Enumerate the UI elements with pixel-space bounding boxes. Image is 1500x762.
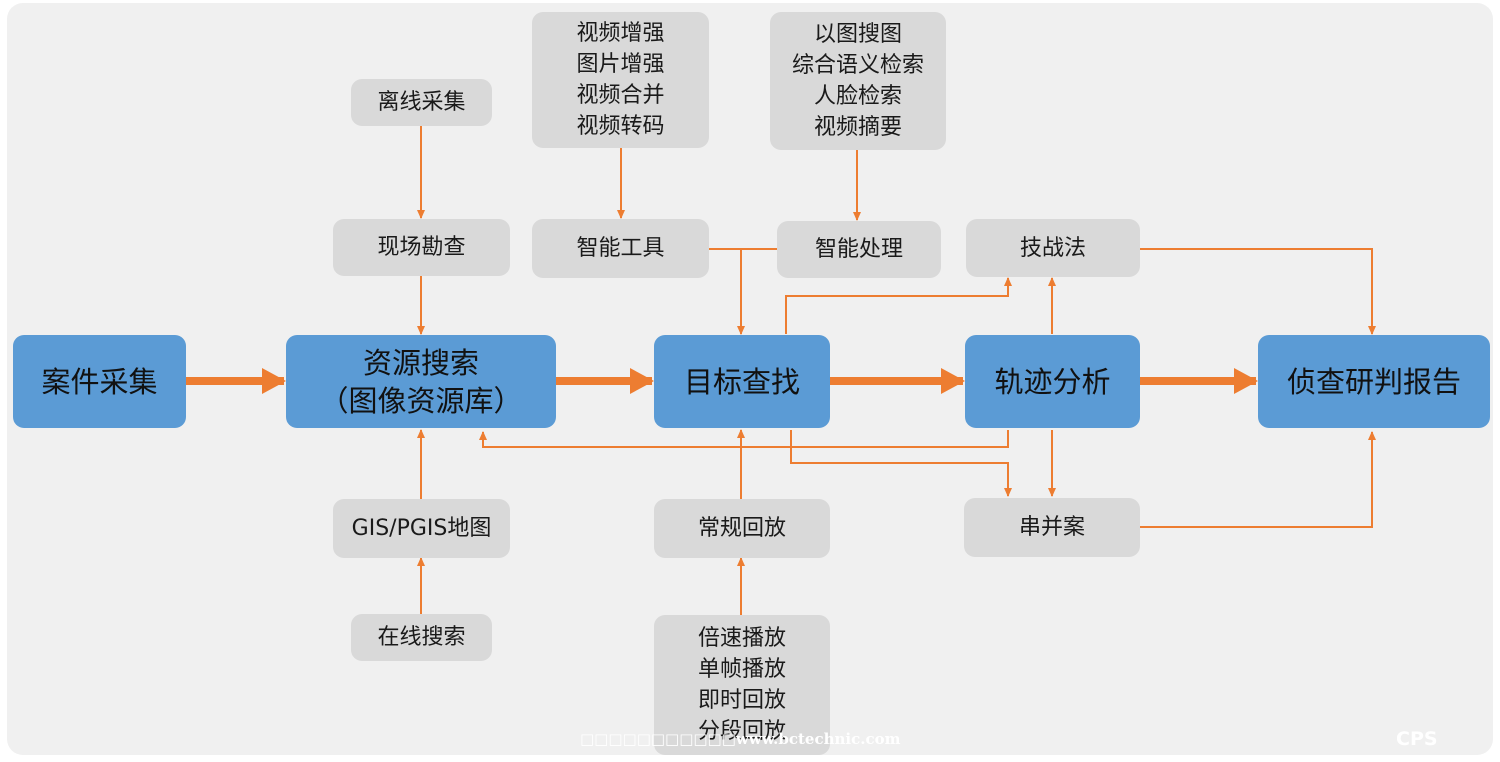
node-target-search-label: 目标查找 — [683, 364, 800, 399]
image-search-item: 人脸检索 — [813, 84, 902, 109]
node-case-collection-label: 案件采集 — [41, 364, 158, 399]
arrow-smarttools-to-target — [709, 248, 745, 335]
playback-mode-item: 分段回放 — [697, 719, 786, 744]
image-search-item: 视频摘要 — [813, 115, 902, 140]
arrow-merge-to-report — [1140, 431, 1376, 528]
video-tools-item: 视频增强 — [576, 21, 665, 46]
node-case-merge-label: 串并案 — [1018, 515, 1085, 540]
node-case-merge: 串并案 — [964, 498, 1140, 557]
image-search-item: 综合语义检索 — [791, 53, 924, 78]
node-tactics: 技战法 — [966, 219, 1140, 277]
video-tools-item: 图片增强 — [576, 52, 665, 77]
arrow-tactics-to-report — [1140, 248, 1376, 335]
node-gis-map: GIS/PGIS地图 — [333, 499, 510, 558]
node-gis-map-label: GIS/PGIS地图 — [351, 516, 492, 541]
node-investigation-report-label: 侦查研判报告 — [1286, 364, 1461, 399]
node-smart-processing: 智能处理 — [777, 221, 941, 278]
node-regular-playback: 常规回放 — [654, 499, 830, 558]
video-tools-item: 视频转码 — [576, 114, 665, 139]
node-online-search-label: 在线搜索 — [377, 625, 466, 650]
playback-mode-item: 单帧播放 — [697, 657, 786, 682]
node-offline-collection-label: 离线采集 — [377, 90, 466, 115]
node-smart-tools: 智能工具 — [532, 219, 709, 278]
video-tools-item: 视频合并 — [576, 83, 665, 108]
node-site-survey-label: 现场勘查 — [377, 235, 466, 260]
node-trajectory-analysis: 轨迹分析 — [965, 335, 1140, 428]
image-search-item: 以图搜图 — [813, 22, 902, 47]
node-playback-modes: 倍速播放 单帧播放 即时回放 分段回放 — [654, 615, 830, 755]
arrow-trajectory-to-resource — [479, 430, 1009, 448]
node-resource-search-line2: （图像资源库） — [319, 383, 523, 418]
watermark-logo: CPS — [1396, 728, 1438, 750]
node-case-collection: 案件采集 — [13, 335, 186, 428]
playback-mode-item: 即时回放 — [697, 688, 786, 713]
node-resource-search: 资源搜索 （图像资源库） — [286, 335, 556, 428]
node-resource-search-line1: 资源搜索 — [362, 345, 479, 380]
node-regular-playback-label: 常规回放 — [697, 516, 786, 541]
node-target-search: 目标查找 — [654, 335, 830, 428]
node-video-tools-list: 视频增强 图片增强 视频合并 视频转码 — [532, 12, 709, 148]
node-investigation-report: 侦查研判报告 — [1258, 335, 1490, 428]
arrow-target-to-tactics — [785, 277, 1012, 334]
node-tactics-label: 技战法 — [1019, 235, 1086, 261]
node-online-search: 在线搜索 — [351, 614, 492, 661]
playback-mode-item: 倍速播放 — [697, 626, 786, 651]
node-smart-tools-label: 智能工具 — [576, 236, 665, 261]
node-trajectory-analysis-label: 轨迹分析 — [994, 364, 1111, 399]
watermark-text: □□□□□□□□□□□www.bctechnic.com — [580, 730, 901, 748]
node-image-search-list: 以图搜图 综合语义检索 人脸检索 视频摘要 — [770, 12, 946, 150]
node-smart-processing-label: 智能处理 — [814, 237, 903, 262]
node-site-survey: 现场勘查 — [333, 219, 510, 276]
arrow-target-to-merge — [790, 430, 1012, 497]
node-offline-collection: 离线采集 — [351, 79, 492, 126]
